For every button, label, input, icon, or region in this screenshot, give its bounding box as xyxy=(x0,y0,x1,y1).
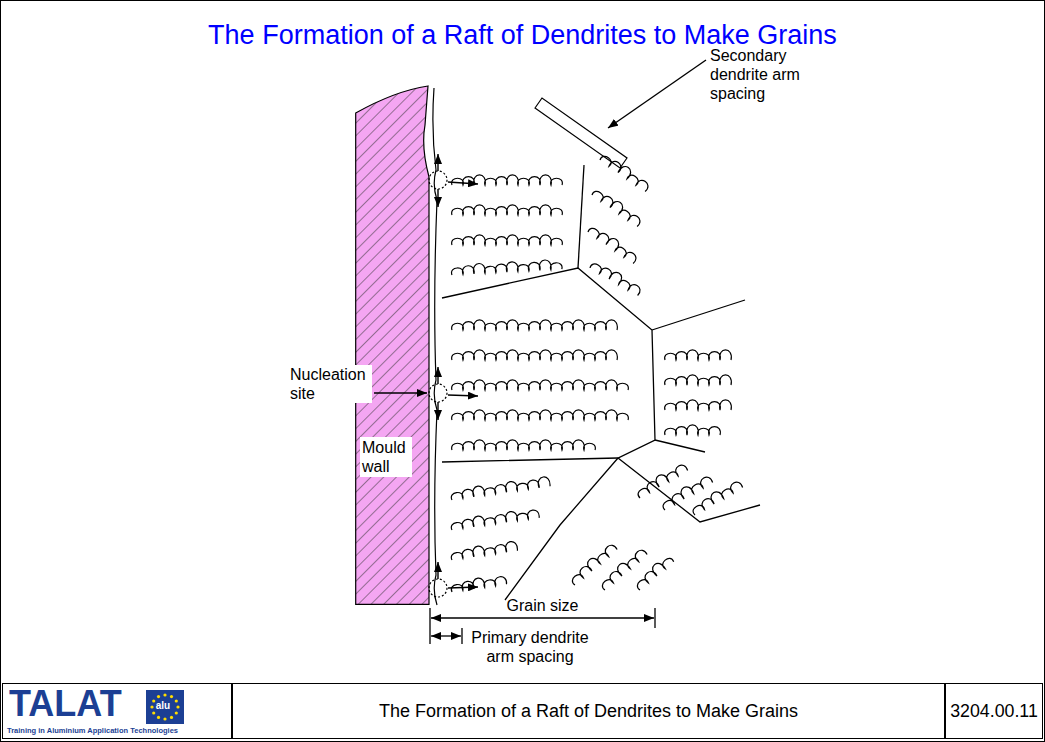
dendrite-arm xyxy=(588,228,636,263)
footer-caption: The Formation of a Raft of Dendrites to … xyxy=(379,701,798,722)
flag-star xyxy=(157,695,160,698)
dendrite-arm xyxy=(452,440,596,450)
dendrite-arm xyxy=(665,400,732,410)
nucleation-circles xyxy=(429,171,447,597)
dendrite-arm xyxy=(590,264,640,296)
callout-label: Secondary dendrite arm spacing xyxy=(710,46,810,103)
dendrite-arm xyxy=(451,542,517,560)
dendrite-arm xyxy=(665,425,721,435)
leader-arrow xyxy=(608,60,706,128)
flag-star xyxy=(157,716,160,719)
flag-star xyxy=(175,711,178,714)
dendrite-arm xyxy=(451,510,539,530)
flag-star xyxy=(152,699,155,702)
logo-tagline: Training in Aluminium Application Techno… xyxy=(7,726,235,735)
logo-wordmark: TALAT xyxy=(9,684,143,724)
flag-star xyxy=(163,717,166,720)
flag-star xyxy=(170,695,173,698)
footer-box: TALAT Training in Aluminium Application T… xyxy=(2,683,232,739)
footer-number: 3204.00.11 xyxy=(950,701,1038,722)
dendrite-arm xyxy=(452,175,563,185)
dendrite-arm xyxy=(665,375,732,385)
mould-wall-shape xyxy=(355,85,430,605)
dendrite-arm xyxy=(452,380,629,390)
dendrite-arms xyxy=(451,156,742,592)
footer-box: The Formation of a Raft of Dendrites to … xyxy=(232,683,945,739)
leader-arrow xyxy=(374,392,427,393)
dendrite-arm xyxy=(452,320,618,330)
dendrite-arm xyxy=(602,550,647,590)
dendrite-arm xyxy=(452,410,629,420)
dendrite-arm xyxy=(592,191,640,226)
grain-boundaries xyxy=(442,165,760,600)
mould-wall-outline xyxy=(356,86,429,604)
footer-box: 3204.00.11 xyxy=(945,683,1043,739)
dendrite-arm xyxy=(452,235,563,245)
dendrite-arm xyxy=(693,482,743,515)
dendrite-arm xyxy=(451,477,550,500)
title: The Formation of a Raft of Dendrites to … xyxy=(0,20,1045,51)
callout-label: Nucleation site xyxy=(290,365,372,403)
dendrite-arm xyxy=(452,260,563,275)
spacing-bar xyxy=(535,98,627,168)
flag-star xyxy=(170,716,173,719)
dendrite-arm xyxy=(663,477,713,510)
flag-star xyxy=(176,705,179,708)
skin-line xyxy=(433,88,437,605)
mould-wall: Mould wall xyxy=(355,85,430,605)
dendrite-arm xyxy=(665,350,732,360)
dendrite-arm xyxy=(451,577,506,592)
dimension-label: Grain size xyxy=(430,596,655,615)
dimension-label: Primary dendrite arm spacing xyxy=(464,628,596,666)
flag-ground xyxy=(146,690,184,724)
dendrite-arm xyxy=(638,465,688,498)
dendrite-arm xyxy=(452,205,563,215)
dendrite-arm xyxy=(452,350,618,360)
flag-star xyxy=(175,699,178,702)
logo-flag-text: alu xyxy=(147,700,179,712)
dendrite-arm xyxy=(637,558,673,590)
flag-star xyxy=(152,711,155,714)
flag-star xyxy=(150,705,153,708)
mould-wall-label: Mould wall xyxy=(360,437,412,477)
flag-star xyxy=(163,693,166,696)
